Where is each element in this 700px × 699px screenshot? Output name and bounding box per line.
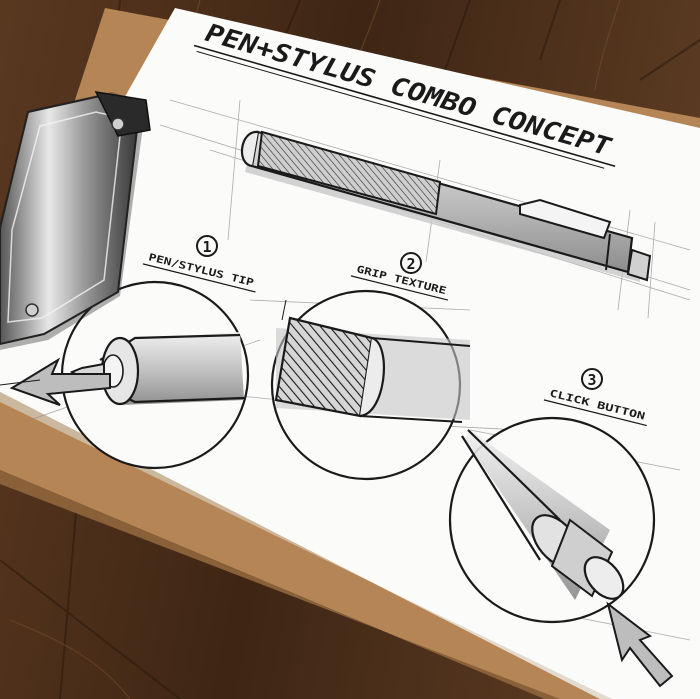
callout-1-number-circle — [196, 235, 218, 257]
pen-click-button — [626, 248, 652, 282]
callout-2: 2 GRIP TEXTURE — [270, 252, 471, 481]
clip-rivet-bottom — [25, 303, 39, 317]
callout-1: 1 PEN/STYLUS TIP — [0, 235, 256, 470]
button-cap — [583, 556, 625, 600]
button-arrow-icon — [606, 601, 674, 688]
callout-3-number: 3 — [587, 371, 596, 389]
tip-arrow-icon — [9, 357, 111, 406]
pen-tip-end — [240, 130, 259, 168]
clip-lever — [94, 91, 151, 137]
grip-ring — [359, 336, 385, 418]
pen-grip — [256, 130, 442, 216]
pen-clip — [519, 198, 612, 240]
callout-3: 3 CLICK BUTTON — [448, 368, 674, 688]
callout-2-number: 2 — [406, 255, 415, 273]
callout-2-number-circle — [400, 252, 422, 274]
button-cone — [461, 429, 561, 561]
clip-rivet-top — [111, 117, 125, 131]
clipboard-clip — [0, 91, 151, 350]
callout-1-number: 1 — [202, 238, 211, 256]
callout-3-number-circle — [581, 368, 603, 390]
clip-plate — [0, 94, 142, 346]
pen-main-drawing — [240, 130, 652, 282]
